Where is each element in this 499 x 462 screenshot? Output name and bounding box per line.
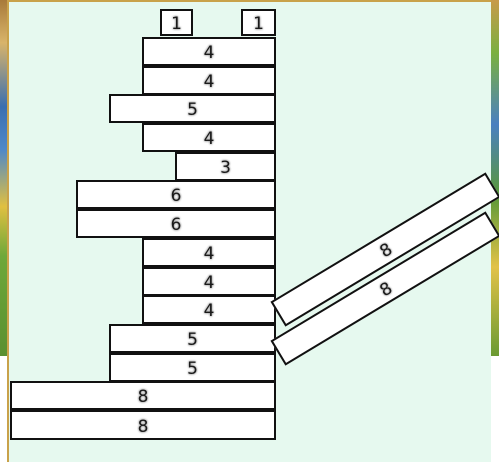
block-label: 4 [204,45,215,62]
block-label: 8 [378,241,396,261]
block-1b[interactable]: 1 [241,9,276,36]
block-3[interactable]: 3 [175,152,276,181]
block-label: 1 [253,16,264,33]
block-1a[interactable]: 1 [160,9,193,36]
block-8b[interactable]: 8 [10,410,276,440]
block-4c[interactable]: 4 [142,123,276,152]
block-5a[interactable]: 5 [109,94,276,123]
block-label: 8 [138,389,149,406]
block-5b[interactable]: 5 [109,324,276,353]
block-label: 4 [204,275,215,292]
block-4d[interactable]: 4 [142,238,276,267]
block-label: 4 [204,74,215,91]
block-label: 8 [138,419,149,436]
block-label: 8 [378,280,396,300]
background-photo-right [491,0,499,356]
block-label: 4 [204,303,215,320]
block-label: 5 [187,361,198,378]
block-4b[interactable]: 4 [142,66,276,95]
block-8a[interactable]: 8 [10,381,276,410]
block-4e[interactable]: 4 [142,267,276,296]
block-label: 5 [187,332,198,349]
block-label: 6 [171,188,182,205]
block-5c[interactable]: 5 [109,353,276,382]
block-4a[interactable]: 4 [142,37,276,66]
block-label: 1 [171,16,182,33]
block-label: 3 [220,160,231,177]
block-label: 5 [187,102,198,119]
block-4f[interactable]: 4 [142,295,276,324]
block-label: 6 [171,217,182,234]
block-label: 4 [204,246,215,263]
block-label: 4 [204,131,215,148]
block-6a[interactable]: 6 [76,180,276,209]
block-6b[interactable]: 6 [76,209,276,238]
